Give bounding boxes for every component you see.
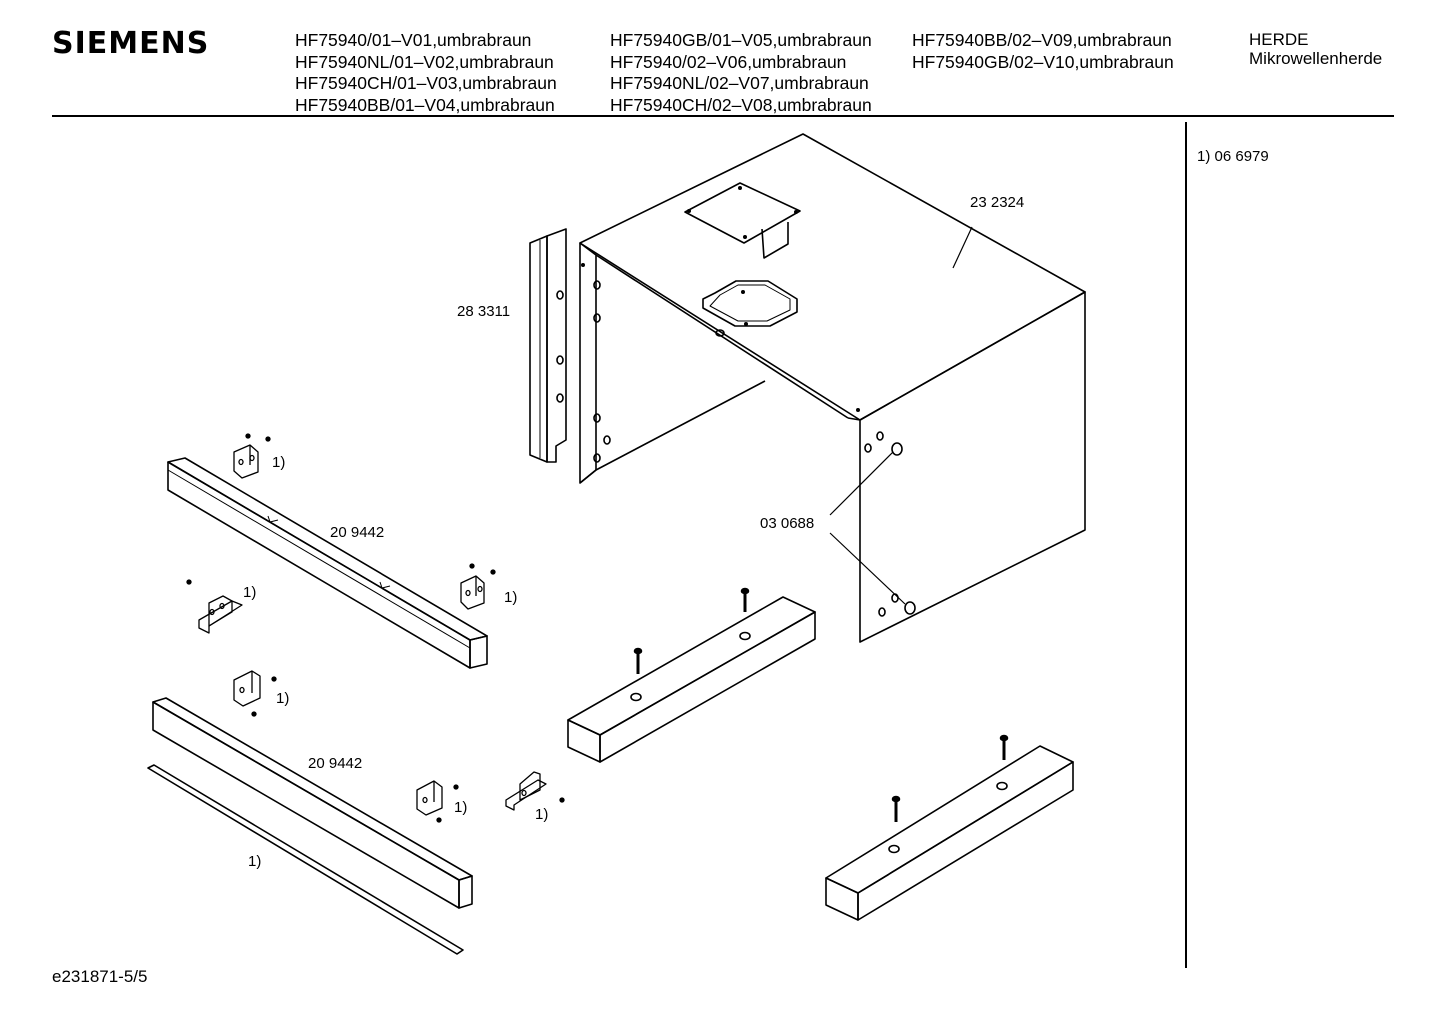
trim-strip-lower (152, 697, 473, 909)
bracket-6 (505, 771, 565, 811)
label-note-ref: 1) (504, 589, 517, 606)
housing-cover-plate (684, 182, 801, 244)
bracket-5 (416, 780, 459, 823)
housing-vent-opening (702, 280, 798, 327)
housing-right-panel (859, 291, 1086, 643)
label-note-ref: 1) (535, 806, 548, 823)
label-side-rail: 28 3311 (457, 303, 510, 320)
model-line: HF75940NL/01–V02,umbrabraun (295, 51, 554, 72)
header-divider (52, 115, 1394, 117)
bracket-3 (186, 579, 243, 634)
screws (633, 587, 1009, 822)
bracket-1 (233, 433, 271, 479)
housing-left-flange (579, 242, 597, 484)
model-line: HF75940GB/02–V10,umbrabraun (912, 51, 1174, 72)
category: HERDE Mikrowellenherde (1249, 30, 1382, 68)
label-housing: 23 2324 (970, 194, 1024, 211)
foot-block-center (567, 596, 816, 763)
thin-strip (147, 764, 464, 955)
model-line: HF75940BB/02–V09,umbrabraun (912, 30, 1172, 50)
bracket-2 (460, 563, 496, 610)
model-line: HF75940CH/01–V03,umbrabraun (295, 73, 557, 93)
model-line: HF75940/02–V06,umbrabraun (610, 51, 847, 72)
model-line: HF75940CH/02–V08,umbrabraun (610, 94, 872, 115)
bracket-4 (233, 670, 277, 717)
label-note-ref: 1) (272, 454, 285, 471)
model-line: HF75940NL/02–V07,umbrabraun (610, 73, 869, 93)
label-trim-upper: 20 9442 (330, 524, 384, 541)
housing-cabinet (579, 133, 1086, 643)
label-trim-lower: 20 9442 (308, 755, 362, 772)
footnote: 1) 06 6979 (1197, 148, 1269, 165)
category-main: HERDE (1249, 30, 1309, 49)
category-sub: Mikrowellenherde (1249, 49, 1383, 68)
trim-strip-upper (167, 457, 488, 669)
model-line: HF75940/01–V01,umbrabraun (295, 30, 532, 50)
label-grommet: 03 0688 (760, 515, 814, 532)
leader-lines (829, 226, 973, 605)
label-note-ref: 1) (243, 584, 256, 601)
model-line: HF75940GB/01–V05,umbrabraun (610, 30, 872, 50)
model-list-col1: HF75940/01–V01,umbrabraun HF75940NL/01–V… (295, 30, 557, 116)
grommet-upper (891, 442, 903, 456)
brackets (186, 433, 565, 823)
model-list-col2: HF75940GB/01–V05,umbrabraun HF75940/02–V… (610, 30, 872, 116)
housing-top-panel (579, 133, 1086, 421)
document-id: e231871-5/5 (52, 967, 148, 986)
model-list-col3: HF75940BB/02–V09,umbrabraun HF75940GB/02… (912, 30, 1174, 73)
model-line: HF75940BB/01–V04,umbrabraun (295, 94, 555, 115)
grommet-lower (904, 601, 916, 615)
foot-block-right (825, 745, 1074, 921)
siemens-logo: SIEMENS (52, 26, 210, 61)
label-note-ref: 1) (276, 690, 289, 707)
housing-holes (593, 280, 899, 617)
notes-divider (1185, 122, 1187, 968)
label-note-ref: 1) (248, 853, 261, 870)
label-note-ref: 1) (454, 799, 467, 816)
side-rail (529, 228, 567, 463)
